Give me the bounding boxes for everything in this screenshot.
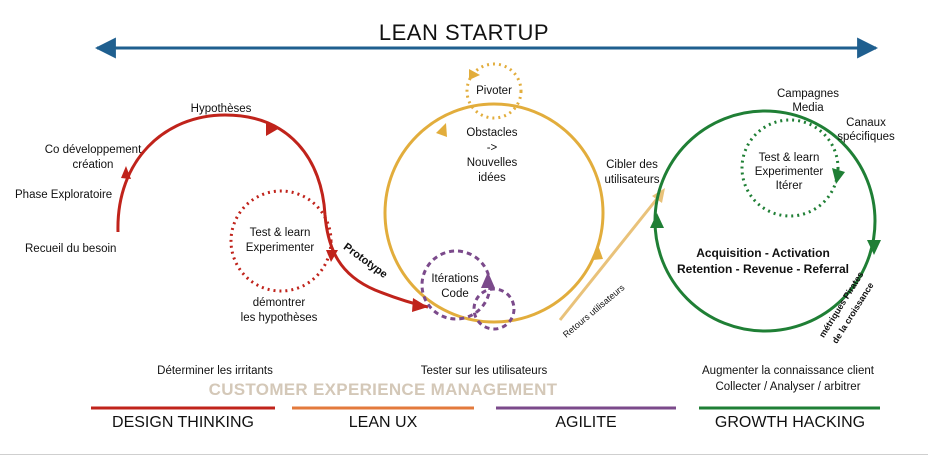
label-obstacles-1: Obstacles <box>466 127 518 139</box>
label-demontrer-1: démontrer <box>252 297 306 309</box>
design-thinking-arrow-end <box>412 298 428 312</box>
label-canaux-1: Canaux <box>846 117 886 129</box>
retours-utilisateurs-line <box>558 194 662 321</box>
label-iterations-2: Code <box>441 288 469 300</box>
phase-design-thinking: DESIGN THINKING <box>112 414 254 431</box>
label-test-learn-green-1: Test & learn <box>758 152 820 164</box>
label-determiner-irritants: Déterminer les irritants <box>157 365 273 377</box>
label-campagnes-2: Media <box>792 102 824 114</box>
label-test-learn-green-3: Itérer <box>775 180 803 192</box>
label-cibler-1: Cibler des <box>606 159 658 171</box>
label-phase-exploratoire: Phase Exploratoire <box>15 189 113 201</box>
test-learn-red-arrow <box>326 250 338 262</box>
label-aarrr-1: Acquisition - Activation <box>696 246 830 260</box>
phase-agilite: AGILITE <box>555 414 617 431</box>
growth-arrow-down <box>867 240 881 255</box>
phase-lean-ux: LEAN UX <box>348 414 418 431</box>
label-cibler-2: utilisateurs <box>604 174 660 186</box>
label-obstacles-3: Nouvelles <box>466 157 518 169</box>
label-aarrr-2: Retention - Revenue - Referral <box>676 262 850 276</box>
test-learn-loop-green <box>740 118 840 218</box>
test-learn-green-arrow <box>832 168 845 184</box>
label-campagnes-1: Campagnes <box>776 88 840 100</box>
lean-ux-arrow-left <box>436 123 447 137</box>
iterations-loop-small <box>472 287 516 331</box>
bottom-divider <box>0 454 928 455</box>
label-hypotheses: Hypothèses <box>190 103 252 115</box>
label-customer-experience-management: CUSTOMER EXPERIENCE MANAGEMENT <box>208 380 558 399</box>
label-tester-utilisateurs: Tester sur les utilisateurs <box>420 365 548 377</box>
label-codev-2: création <box>72 159 114 171</box>
growth-arrow-up <box>650 213 664 228</box>
label-pivoter: Pivoter <box>476 85 512 97</box>
iterations-arrow <box>481 272 495 288</box>
design-thinking-curve <box>116 113 429 309</box>
label-recueil-besoin: Recueil du besoin <box>25 243 117 255</box>
label-collecter-analyser: Collecter / Analyser / arbitrer <box>715 381 861 393</box>
label-test-learn-red-1: Test & learn <box>249 227 311 239</box>
phase-growth-hacking: GROWTH HACKING <box>714 414 866 431</box>
label-test-learn-red-2: Experimenter <box>245 242 315 254</box>
label-obstacles-2: -> <box>486 142 498 154</box>
label-codev-1: Co développement <box>44 144 142 156</box>
label-test-learn-green-2: Experimenter <box>754 166 824 178</box>
design-thinking-arrow-right <box>266 122 278 136</box>
lean-ux-loop <box>383 102 605 324</box>
label-augmenter-connaissance: Augmenter la connaissance client <box>702 365 874 377</box>
label-iterations-1: Itérations <box>431 273 479 285</box>
label-demontrer-2: les hypothèses <box>240 312 318 324</box>
design-thinking-arrow-up <box>121 166 131 179</box>
test-learn-loop-red <box>229 189 333 293</box>
pivoter-arrow <box>469 69 480 80</box>
pivoter-loop <box>465 62 523 120</box>
label-obstacles-4: idées <box>478 172 506 184</box>
page-title: LEAN STARTUP <box>378 20 550 45</box>
lean-ux-arrow-right <box>593 245 603 260</box>
label-canaux-2: spécifiques <box>837 131 895 143</box>
